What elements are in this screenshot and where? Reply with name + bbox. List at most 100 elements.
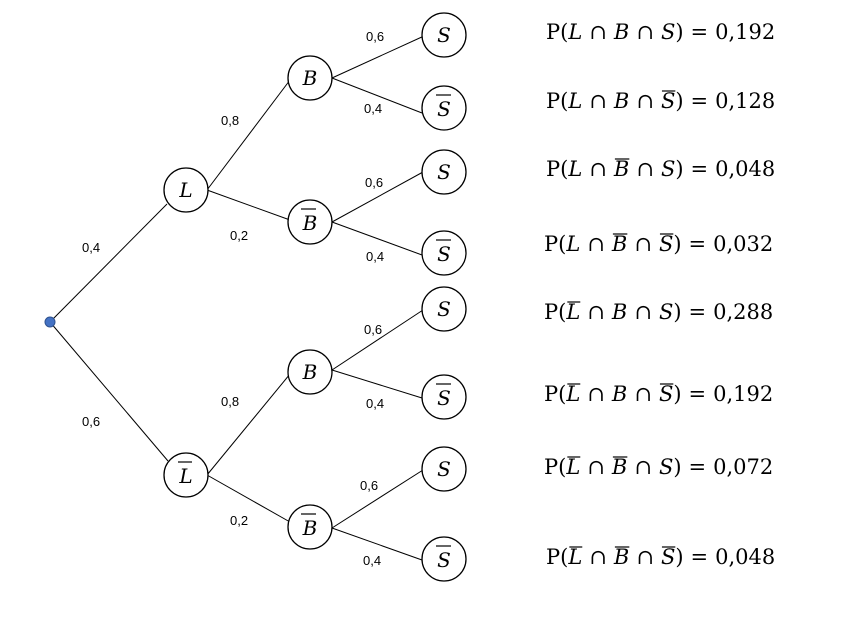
formula-cap: ∩ [589,157,607,181]
outcome-formula: P(L∩B∩S)=0,032 [544,232,773,256]
formula-value: 0,048 [715,157,775,181]
formula-event-b: B [613,157,629,181]
formula-event-s: S [661,545,675,569]
formula-event-b: B [613,89,629,113]
svg-text:S: S [437,548,451,572]
formula-event-l: L [565,455,580,479]
outcome-formulas: P(L∩B∩S)=0,192 P(L∩B∩S)=0,128 P(L∩B∩S)=0… [544,20,775,569]
formula-close: ) [673,382,681,406]
node-S-1: S [421,12,467,58]
outcome-formula: P(L∩B∩S)=0,072 [544,455,773,479]
svg-text:S: S [437,386,451,410]
edge-Bbar2-Sbar4 [331,527,423,561]
prob-S2: 0,6 [365,175,383,190]
node-Sbar-1: S [421,85,467,131]
formula-close: ) [675,89,683,113]
formula-event-l: L [565,382,580,406]
prob-Lbar-Bbar: 0,2 [230,513,248,528]
formula-value: 0,048 [715,545,775,569]
formula-value: 0,032 [713,232,773,256]
formula-close: ) [675,157,683,181]
formula-cap: ∩ [587,455,605,479]
edge-root-L [49,203,168,323]
formula-equals: = [689,455,707,479]
formula-equals: = [689,300,707,324]
formula-open: P( [546,545,568,569]
node-B-1: B [287,55,333,101]
outcome-formula: P(L∩B∩S)=0,048 [546,157,775,181]
node-Bbar-1: B [287,199,333,245]
prob-root-Lbar: 0,6 [82,414,100,429]
formula-event-b: B [613,545,629,569]
formula-open: P( [544,232,566,256]
outcome-formula: P(L∩B∩S)=0,288 [544,300,773,324]
edge-probabilities: 0,4 0,6 0,8 0,2 0,8 0,2 0,6 0,4 0,6 0,4 … [82,29,384,568]
formula-close: ) [673,300,681,324]
prob-S4: 0,6 [360,478,378,493]
outcome-formula: P(L∩B∩S)=0,128 [546,89,775,113]
svg-text:B: B [302,66,318,90]
formula-cap: ∩ [587,300,605,324]
formula-cap: ∩ [587,382,605,406]
svg-text:S: S [437,160,451,184]
node-S-3: S [421,286,467,332]
svg-text:S: S [437,457,451,481]
edge-B1-Sbar1 [331,77,423,114]
edge-Lbar-Bbar [206,474,291,523]
formula-event-s: S [659,300,673,324]
formula-cap: ∩ [634,300,652,324]
edge-B2-Sbar3 [331,369,423,399]
formula-cap: ∩ [587,232,605,256]
prob-S1: 0,6 [366,29,384,44]
formula-event-l: L [565,300,580,324]
formula-event-s: S [661,157,675,181]
formula-close: ) [675,20,683,44]
formula-event-b: B [613,20,629,44]
edge-B2-S3 [331,309,424,371]
formula-cap: ∩ [589,545,607,569]
prob-S3: 0,6 [364,322,382,337]
root-node [44,316,56,328]
node-Sbar-2: S [421,230,467,276]
formula-cap: ∩ [589,89,607,113]
svg-text:L: L [178,464,192,488]
edge-Bbar2-S4 [331,469,424,529]
formula-cap: ∩ [634,232,652,256]
formula-event-l: L [567,20,582,44]
formula-event-b: B [611,232,627,256]
formula-cap: ∩ [636,20,654,44]
edge-Lbar-B [206,373,291,476]
node-Sbar-4: S [421,536,467,582]
formula-open: P( [544,382,566,406]
formula-close: ) [673,232,681,256]
formula-event-l: L [567,89,582,113]
node-L: L [163,167,209,213]
svg-text:L: L [178,178,192,202]
formula-value: 0,288 [713,300,773,324]
formula-event-l: L [567,545,582,569]
svg-text:B: B [302,211,318,235]
formula-close: ) [675,545,683,569]
formula-open: P( [544,300,566,324]
formula-close: ) [673,455,681,479]
formula-event-s: S [661,20,675,44]
prob-root-L: 0,4 [82,240,100,255]
formula-equals: = [691,20,709,44]
svg-text:S: S [437,23,451,47]
formula-value: 0,128 [715,89,775,113]
formula-event-b: B [611,455,627,479]
formula-cap: ∩ [636,545,654,569]
formula-equals: = [691,545,709,569]
formula-equals: = [689,232,707,256]
prob-L-Bbar: 0,2 [230,228,248,243]
formula-event-b: B [611,300,627,324]
formula-event-l: L [565,232,580,256]
svg-text:S: S [437,242,451,266]
svg-text:S: S [437,97,451,121]
formula-equals: = [691,157,709,181]
formula-event-s: S [659,382,673,406]
formula-event-s: S [659,455,673,479]
node-Sbar-3: S [421,374,467,420]
edge-L-B [206,79,291,191]
